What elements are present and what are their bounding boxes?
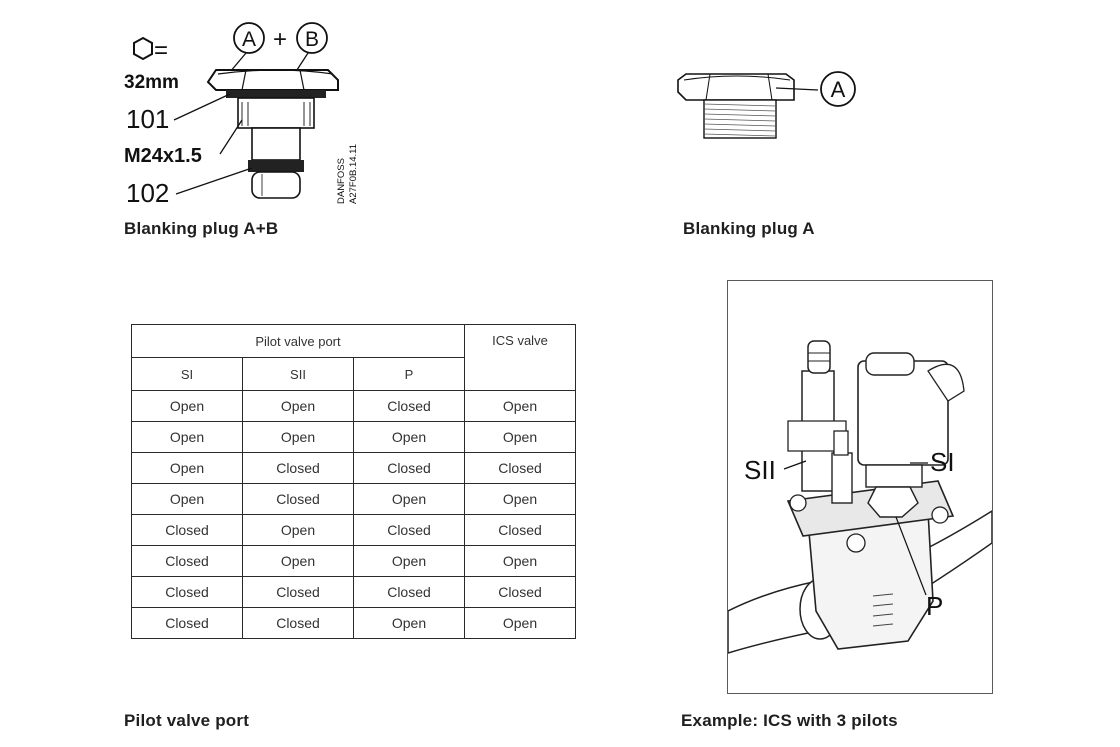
label-b-circle [296, 22, 328, 54]
part-101-label: 101 [126, 104, 169, 134]
cell-ics: Open [464, 421, 576, 453]
column-header-si: SI [131, 357, 243, 391]
pilot-p [831, 452, 853, 504]
cell-si: Open [131, 483, 243, 515]
cell-si: Open [131, 421, 243, 453]
label-a: A [242, 28, 256, 51]
cell-p: Open [353, 421, 465, 453]
hex-equals: = [154, 37, 168, 64]
plug-size-label: 32mm [124, 72, 179, 93]
cell-si: Closed [131, 514, 243, 546]
caption-pilot-valve-port: Pilot valve port [124, 711, 250, 730]
cell-ics: Open [464, 545, 576, 577]
cell-sii: Open [242, 421, 354, 453]
cell-p: Closed [353, 452, 465, 484]
brand-code-line1: DANFOSS [336, 158, 347, 204]
column-header-sii: SII [242, 357, 354, 391]
plug-stem [251, 127, 301, 161]
table-row: Open Open Closed Open [131, 390, 576, 422]
cell-p: Closed [353, 390, 465, 422]
cell-si: Open [131, 452, 243, 484]
cell-p: Closed [353, 514, 465, 546]
label-sii: SII [744, 455, 776, 485]
column-header-p: P [353, 357, 465, 391]
cell-sii: Open [242, 545, 354, 577]
hex-icon [133, 36, 153, 61]
ics-valve-illustration: SII SI P [728, 340, 992, 654]
cell-si: Open [131, 390, 243, 422]
pilot-valve-table: Pilot valve port ICS valve SI SII P Open… [131, 324, 576, 639]
cell-sii: Closed [242, 483, 354, 515]
cell-p: Open [353, 607, 465, 639]
table-row: Open Closed Closed Closed [131, 452, 576, 484]
plug-a-label: A [831, 77, 846, 102]
table-row: Closed Open Open Open [131, 545, 576, 577]
cell-ics: Closed [464, 514, 576, 546]
table-row: Open Closed Open Open [131, 483, 576, 515]
blanking-plug-a-drawing: A [677, 71, 856, 139]
cell-sii: Closed [242, 576, 354, 608]
cell-ics: Open [464, 483, 576, 515]
part-102-label: 102 [126, 178, 169, 208]
cell-ics: Closed [464, 576, 576, 608]
label-plus: + [273, 26, 287, 53]
cell-p: Open [353, 483, 465, 515]
plug-threaded-body [237, 97, 315, 129]
cell-sii: Closed [242, 452, 354, 484]
thread-label: M24x1.5 [124, 145, 202, 167]
label-si: SI [930, 447, 955, 477]
caption-blanking-plug-a: Blanking plug A [683, 219, 815, 238]
cell-ics: Open [464, 607, 576, 639]
table-row: Open Open Open Open [131, 421, 576, 453]
cell-p: Closed [353, 576, 465, 608]
caption-ics-example: Example: ICS with 3 pilots [681, 711, 898, 730]
label-b: B [305, 28, 319, 51]
cell-sii: Closed [242, 607, 354, 639]
label-a-circle [233, 22, 265, 54]
table-row: Closed Closed Open Open [131, 607, 576, 639]
cell-p: Open [353, 545, 465, 577]
cell-si: Closed [131, 576, 243, 608]
cell-ics: Open [464, 390, 576, 422]
cell-sii: Open [242, 514, 354, 546]
label-p: P [926, 591, 943, 621]
cell-sii: Open [242, 390, 354, 422]
plug-a-label-circle [820, 71, 856, 107]
blanking-plug-ab-drawing: = 32mm A + B 101 M24x1.5 102 DANFOSS A27… [124, 22, 359, 208]
result-header: ICS valve [464, 324, 576, 391]
cell-si: Closed [131, 545, 243, 577]
caption-blanking-plug-ab: Blanking plug A+B [124, 219, 279, 238]
cell-si: Closed [131, 607, 243, 639]
ics-illustration-frame: SII SI P [727, 280, 993, 694]
o-ring-102 [248, 160, 304, 172]
group-header: Pilot valve port [131, 324, 465, 358]
table-row: Closed Open Closed Closed [131, 514, 576, 546]
cell-ics: Closed [464, 452, 576, 484]
plug-hex-head [206, 69, 339, 91]
brand-code-line2: A27F0B.14.11 [348, 144, 359, 204]
gasket-101 [226, 90, 326, 98]
table-row: Closed Closed Closed Closed [131, 576, 576, 608]
